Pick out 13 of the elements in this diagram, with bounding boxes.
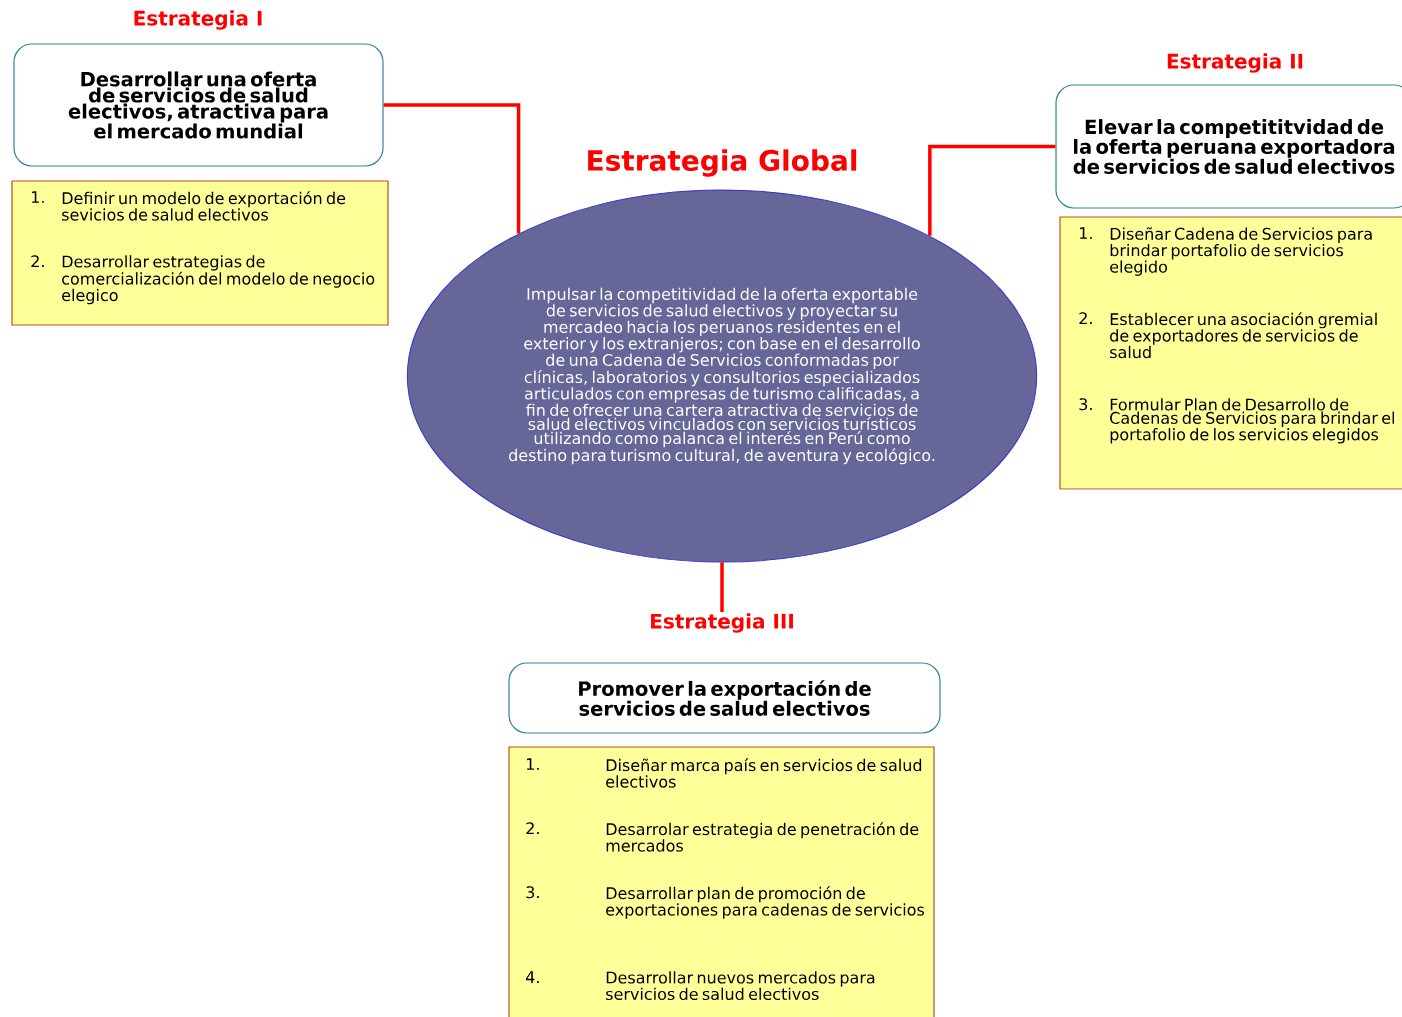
list-box: 1. Definir un modelo de exportación de sevicios de salud electivos 2. Desarrollar estrategias de comercialización del modelo de negocio elegico <box>11 180 389 326</box>
connector-line <box>720 562 724 613</box>
rounded-box: Elevar la competititvidad de la oferta peruana exportadora de servicios de salud electivos <box>1055 84 1402 209</box>
connector-line <box>928 144 1056 236</box>
heading: Estrategia III <box>651 613 793 633</box>
rounded-box: Desarrollar una oferta de servicios de salud electivos, atractiva para el mercado mundial <box>13 43 384 167</box>
heading: Estrategia II <box>1167 53 1303 73</box>
heading: Estrategia I <box>134 10 262 30</box>
heading: Estrategia Global <box>588 149 857 177</box>
list-box: 1. Diseñar Cadena de Servicios para brindar portafolio de servicios elegido 2. Establecer una asociación gremial de exportadores de servicios de salud 3. Formular Plan de Desarrollo de Cadenas de Servicios para brindar el portafolio de los servicios elegidos <box>1059 216 1402 490</box>
connector-line <box>383 103 521 234</box>
rounded-box: Promover la exportación de servicios de salud electivos <box>508 662 941 734</box>
list-box: 1. Diseñar marca país en servicios de salud electivos 2. Desarrolar estrategia de penetración de mercados 3. Desarrollar plan de promoción de exportaciones para cadenas de servicios 4. Desarrollar nuevos mercados para servicios de salud electivos <box>508 746 935 1017</box>
